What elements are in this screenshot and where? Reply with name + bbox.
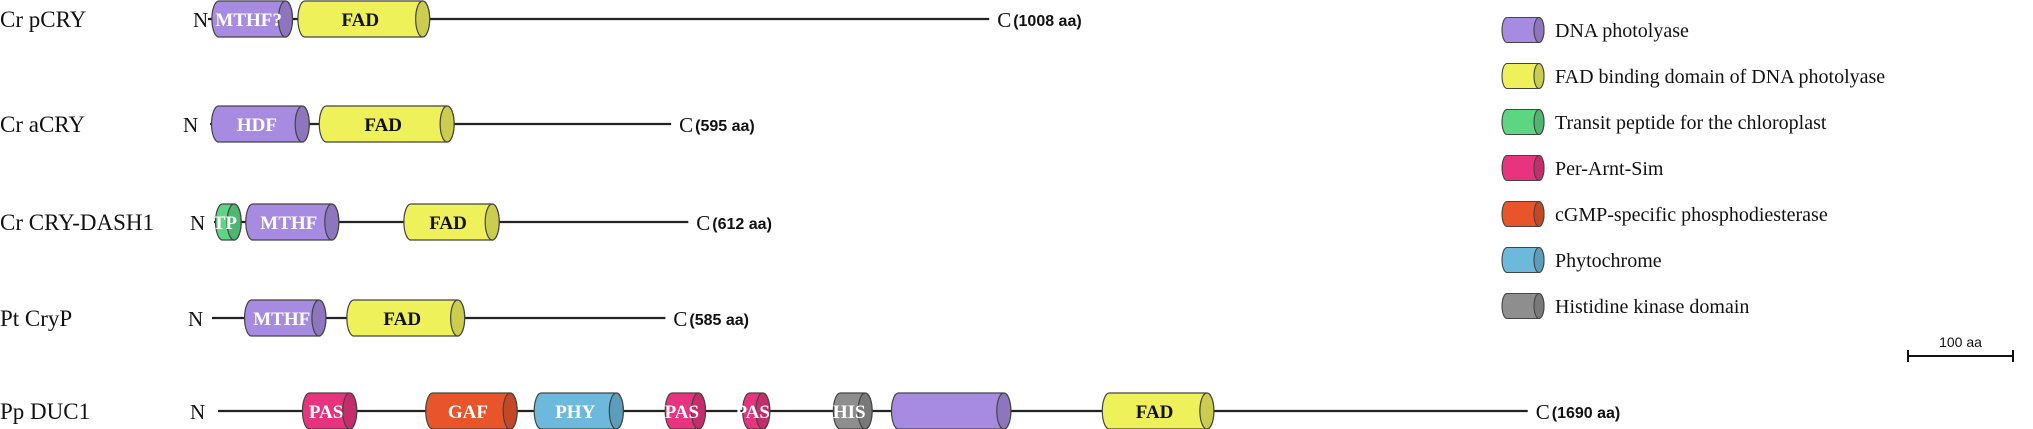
- domain-label: HIS: [833, 402, 866, 423]
- legend-label: Per-Arnt-Sim: [1555, 158, 1664, 180]
- domain-label: FAD: [383, 309, 421, 330]
- domain-fad-binding: FAD: [346, 299, 466, 337]
- scale-bar-label: 100 aa: [1939, 334, 1982, 350]
- protein-row-0: Cr pCRY N C(1008 aa) MTHF? FAD: [0, 0, 1082, 38]
- domain-dna-photolyase: HDF: [210, 105, 310, 143]
- legend-label: DNA photolyase: [1555, 20, 1689, 42]
- domain-dna-photolyase: MTHF: [243, 299, 327, 337]
- scale-bar: 100 aa: [1907, 334, 2014, 362]
- n-terminus-label: N: [188, 307, 203, 331]
- protein-row-2: Cr CRY-DASH1 N C(612 aa) TP MTHF FAD: [0, 203, 772, 241]
- protein-row-3: Pt CryP N C(585 aa) MTHF FAD: [0, 299, 749, 337]
- n-terminus-label: N: [193, 8, 208, 32]
- domain-label: PAS: [309, 402, 343, 423]
- c-terminus-label: C: [673, 307, 687, 331]
- n-terminus-label: N: [183, 113, 198, 137]
- domain-label: FAD: [1136, 402, 1174, 423]
- protein-row-1: Cr aCRY N C(595 aa) HDF FAD: [0, 105, 755, 143]
- legend-item: DNA photolyase: [1501, 16, 1689, 44]
- legend-item: Per-Arnt-Sim: [1501, 154, 1664, 182]
- legend-label: Phytochrome: [1555, 250, 1662, 272]
- legend-item: Transit peptide for the chloroplast: [1501, 108, 1827, 136]
- c-terminus-label: C: [679, 113, 693, 137]
- protein-length-label: (585 aa): [689, 312, 749, 329]
- legend-item: FAD binding domain of DNA photolyase: [1501, 62, 1885, 90]
- legend-label: Histidine kinase domain: [1555, 296, 1749, 318]
- c-terminus-label: C: [696, 211, 710, 235]
- protein-length-label: (612 aa): [712, 216, 772, 233]
- domain-label: MTHF: [260, 213, 317, 234]
- legend-item: cGMP-specific phosphodiesterase: [1501, 200, 1828, 228]
- domain-label: PHY: [555, 402, 595, 423]
- protein-name: Pp DUC1: [0, 399, 90, 424]
- domain-gaf: GAF: [425, 392, 518, 429]
- n-terminus-label: N: [190, 211, 205, 235]
- domain-label: MTHF?: [215, 10, 282, 31]
- domain-label: MTHF: [253, 309, 310, 330]
- domain-phytochrome: PHY: [533, 392, 624, 429]
- domain-label: FAD: [341, 10, 379, 31]
- domain-fad-binding: FAD: [318, 105, 455, 143]
- protein-length-label: (1008 aa): [1013, 13, 1081, 30]
- legend-label: Transit peptide for the chloroplast: [1555, 112, 1827, 134]
- domain-histidine-kinase: HIS: [832, 392, 873, 429]
- protein-name: Pt CryP: [0, 306, 72, 331]
- protein-name: Cr aCRY: [0, 112, 85, 137]
- protein-name: Cr pCRY: [0, 7, 87, 32]
- domain-fad-binding: FAD: [403, 203, 500, 241]
- legend-item: Histidine kinase domain: [1501, 292, 1749, 320]
- domain-label: FAD: [364, 115, 402, 136]
- domain-label: TP: [213, 213, 238, 234]
- domain-label: PAS: [735, 402, 769, 423]
- domain-dna-photolyase: MTHF: [245, 203, 340, 241]
- domain-dna-photolyase: MTHF?: [211, 0, 294, 38]
- protein-name: Cr CRY-DASH1: [0, 210, 154, 235]
- domain-label: GAF: [448, 402, 488, 423]
- protein-row-4: Pp DUC1 N C(1690 aa) PAS GAF PHY PAS PAS HIS FAD: [0, 392, 1621, 429]
- protein-length-label: (595 aa): [695, 118, 755, 135]
- domain-pas: PAS: [735, 392, 771, 429]
- c-terminus-label: C: [997, 8, 1011, 32]
- domain-dna-photolyase: [890, 392, 1012, 429]
- legend-label: FAD binding domain of DNA photolyase: [1555, 66, 1885, 88]
- domain-transit-peptide: TP: [213, 203, 242, 241]
- protein-length-label: (1690 aa): [1552, 405, 1621, 422]
- domain-label: FAD: [429, 213, 467, 234]
- domain-fad-binding: FAD: [1101, 392, 1215, 429]
- legend-item: Phytochrome: [1501, 246, 1662, 274]
- n-terminus-label: N: [190, 400, 205, 424]
- legend-label: cGMP-specific phosphodiesterase: [1555, 204, 1828, 226]
- domain-label: PAS: [665, 402, 699, 423]
- domain-label: HDF: [237, 115, 277, 136]
- domain-fad-binding: FAD: [297, 0, 431, 38]
- domain-pas: PAS: [664, 392, 707, 429]
- c-terminus-label: C: [1536, 400, 1550, 424]
- domain-pas: PAS: [301, 392, 358, 429]
